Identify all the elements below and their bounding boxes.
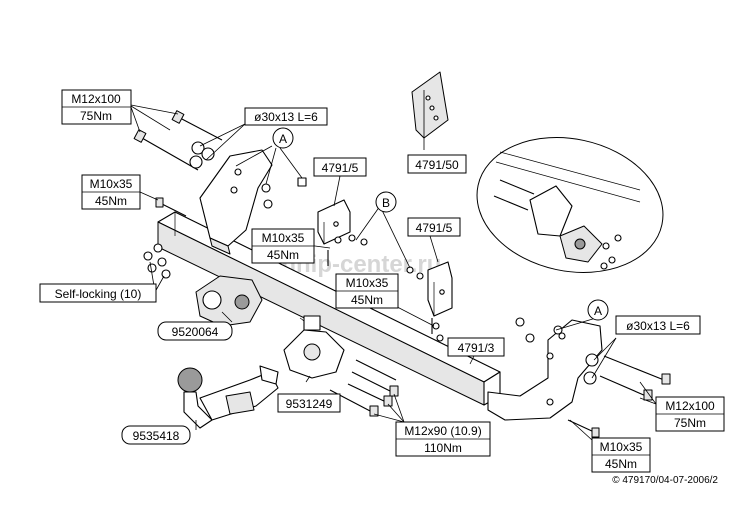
callout-a-top-text: A [279, 132, 287, 146]
bolt-mid-size: M10x35 [262, 231, 305, 245]
label-socket-plate: 9520064 [157, 321, 233, 341]
bolt-bottom-torque: 110Nm [424, 441, 462, 455]
bolt-bottom-size: M12x90 (10.9) [404, 424, 481, 438]
spacer-top-text: ø30x13 L=6 [254, 110, 318, 124]
instruction-plate [411, 71, 449, 139]
label-bolt-bottom: M12x90 (10.9) 110Nm [395, 421, 491, 457]
bracket-4791-5-right [427, 261, 453, 317]
electric-socket [283, 315, 345, 379]
label-spacer-right: ø30x13 L=6 [615, 315, 701, 335]
bolt-bottom-right-torque: 45Nm [605, 457, 637, 471]
label-ball: 9535418 [121, 425, 191, 445]
socket-plate [195, 275, 263, 327]
bolt-top-left-size: M12x100 [71, 92, 121, 106]
bracket-top-text: 4791/5 [322, 161, 359, 175]
bracket-hardware [327, 234, 444, 342]
copyright-text: © 479170/04-07-2006/2 [612, 475, 718, 486]
detail-view-ellipse [476, 137, 664, 273]
callout-a-right: A [587, 299, 609, 321]
self-locking-text: Self-locking (10) [55, 287, 142, 301]
label-bracket-top: 4791/5 [313, 157, 367, 177]
label-spacer-top: ø30x13 L=6 [244, 107, 328, 126]
label-crossbar: 4791/3 [447, 337, 505, 357]
label-bracket-right: 4791/5 [407, 217, 461, 237]
bolt-mid-torque: 45Nm [267, 248, 299, 262]
tow-ball [177, 365, 279, 429]
bolt-right-size: M12x100 [665, 399, 715, 413]
bolt-center-torque: 45Nm [351, 293, 383, 307]
label-socket: 9531249 [277, 393, 341, 413]
bolt-left [155, 197, 187, 217]
crossbar-tube [157, 211, 501, 406]
bracket-4791-5-top [317, 199, 351, 245]
bolt-center-size: M10x35 [346, 276, 389, 290]
label-bolt-mid: M10x35 45Nm [251, 228, 315, 264]
bolt-left-size: M10x35 [90, 177, 133, 191]
ball-text: 9535418 [133, 429, 180, 443]
callout-a-top: A [272, 127, 294, 149]
bolt-top-left-torque: 75Nm [80, 109, 112, 123]
left-side-bracket [199, 149, 273, 255]
bolt-left-torque: 45Nm [95, 194, 127, 208]
socket-text: 9531249 [286, 397, 333, 411]
label-bolt-bottom-right: M10x35 45Nm [591, 437, 651, 473]
bolt-right-torque: 75Nm [674, 416, 706, 430]
bolt-bottom-right-size: M10x35 [600, 440, 643, 454]
bracket-right-text: 4791/5 [416, 221, 453, 235]
plate-part-text: 4791/50 [415, 158, 459, 172]
crossbar-text: 4791/3 [458, 341, 495, 355]
right-side-bracket [487, 319, 603, 421]
label-bolt-right: M12x100 75Nm [655, 396, 725, 432]
callout-b: B [375, 191, 397, 213]
bolt-set-right [515, 317, 671, 401]
label-bolt-left: M10x35 45Nm [81, 174, 141, 210]
bolt-set-bottom [329, 359, 399, 417]
label-bolt-center: M10x35 45Nm [335, 273, 399, 309]
callout-a-right-text: A [594, 304, 602, 318]
callout-b-text: B [382, 196, 390, 210]
bolt-set-top-left [133, 110, 307, 209]
label-self-locking: Self-locking (10) [39, 283, 157, 303]
label-plate-part: 4791/50 [407, 154, 467, 174]
label-bolt-top-left: M12x100 75Nm [61, 89, 132, 125]
spacer-right-text: ø30x13 L=6 [626, 319, 690, 333]
self-locking-nuts [143, 243, 171, 279]
socket-plate-text: 9520064 [172, 325, 219, 339]
